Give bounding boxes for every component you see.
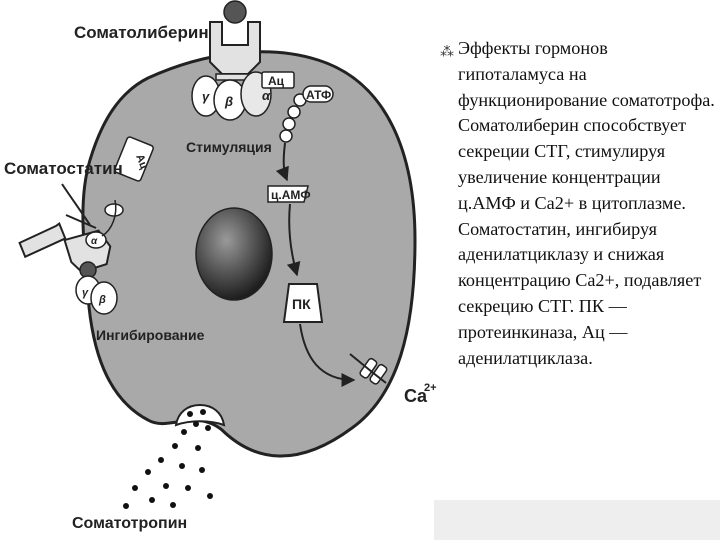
somatotropin-label: Соматотропин	[72, 515, 187, 532]
somatoliberin-receptor	[191, 0, 295, 121]
alpha-subunit-label-inhib: α	[91, 236, 98, 247]
atp-label: АТФ	[306, 88, 331, 102]
pk-label: ПК	[292, 296, 311, 312]
inhibition-connector	[101, 199, 117, 237]
somatotropin-granules	[123, 409, 213, 509]
stimulation-label: Стимуляция	[186, 139, 272, 155]
gamma-subunit-label: γ	[202, 89, 210, 104]
nucleus	[195, 207, 273, 301]
inhibition-pointer	[65, 214, 97, 229]
gamma-subunit-label-inhib: γ	[82, 287, 89, 299]
description-panel: ⁂ Эффекты гормонов гипоталамуса на функц…	[440, 36, 718, 371]
arrow-pk-ca-channel	[299, 323, 356, 387]
description-text: Эффекты гормонов гипоталамуса на функцио…	[458, 38, 715, 368]
beta-subunit-label-inhib: β	[98, 294, 106, 306]
adenylate-cyclase-label-top: Ац	[268, 74, 285, 88]
beta-subunit-label: β	[224, 94, 233, 109]
corner-shade	[434, 500, 720, 540]
inhibition-label: Ингибирование	[96, 327, 205, 343]
camp-label: ц.АМФ	[271, 188, 311, 202]
somatoliberin-label: Соматолиберин	[74, 23, 209, 42]
somatostatin-pointer	[61, 183, 91, 226]
arrow-atp-camp	[275, 142, 289, 182]
ca-charge-label: 2+	[424, 382, 437, 394]
arrow-camp-pk	[286, 203, 301, 277]
secretion-pocket	[174, 403, 226, 427]
arrow-ca-influx	[349, 353, 387, 384]
adenylate-cyclase-label-left: Ац	[133, 153, 150, 171]
camp-box	[267, 185, 309, 203]
somatostatin-receptor	[18, 136, 154, 315]
alpha-subunit-label: α	[262, 88, 271, 103]
ca-label: Ca	[404, 386, 428, 406]
atp-chain	[279, 93, 307, 143]
atp-badge	[302, 85, 334, 103]
pk-box	[282, 283, 324, 323]
bullet-icon: ⁂	[440, 45, 454, 60]
somatotroph-diagram: γ β α Ац АТФ ц.АМФ ПК Ca 2+ γ β α Ац	[4, 0, 437, 532]
somatostatin-label: Соматостатин	[4, 159, 123, 178]
